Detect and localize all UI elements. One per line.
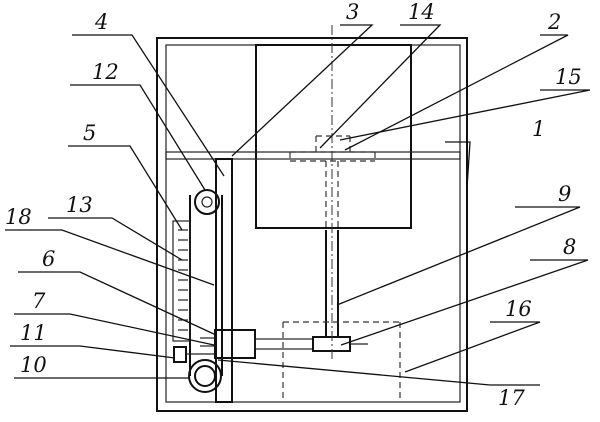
label-5: 5: [83, 121, 96, 145]
hidden-bottom-box: [282, 321, 401, 402]
label-16: 16: [505, 297, 532, 321]
label-12: 12: [92, 60, 119, 84]
leader-lines: [5, 24, 591, 386]
label-8: 8: [563, 235, 576, 259]
label-15: 15: [555, 65, 582, 89]
label-11: 11: [20, 321, 47, 345]
label-18: 18: [5, 205, 32, 229]
guide-column: [215, 158, 233, 403]
label-2: 2: [547, 10, 561, 34]
central-tank: [255, 44, 412, 229]
vertical-rod: [325, 25, 339, 360]
label-14: 14: [408, 0, 435, 24]
label-1: 1: [532, 117, 545, 141]
outer-housing: [156, 37, 468, 412]
ruler-scale: [172, 220, 191, 342]
hidden-float: [289, 135, 376, 228]
belt-loop: [189, 189, 223, 376]
label-9: 9: [558, 182, 571, 206]
label-10: 10: [20, 353, 47, 377]
label-4: 4: [94, 10, 108, 34]
part-labels: 1 2 3 4 5 6 7 8 9 10 11 12 13 14 15 16 1…: [5, 0, 582, 410]
bottom-pulley: [173, 346, 222, 393]
label-6: 6: [42, 247, 55, 271]
horizontal-arm: [254, 336, 368, 352]
label-3: 3: [346, 0, 359, 24]
label-17: 17: [498, 386, 525, 410]
label-13: 13: [66, 193, 93, 217]
label-7: 7: [32, 289, 46, 313]
